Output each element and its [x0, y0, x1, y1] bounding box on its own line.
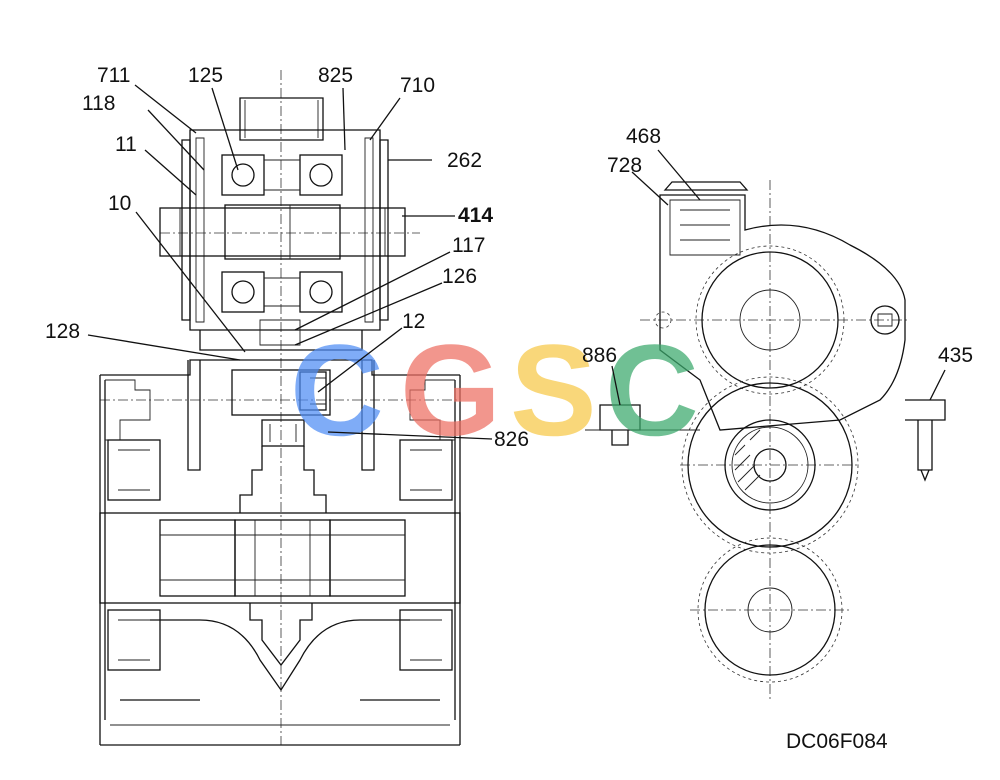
watermark-letter-g: G [400, 317, 501, 463]
watermark-letter-c2: C [605, 317, 699, 463]
watermark-letter-c1: C [290, 317, 384, 463]
label-728: 728 [607, 154, 642, 177]
label-117: 117 [452, 234, 485, 257]
label-12: 12 [402, 310, 425, 333]
label-711: 711 [97, 64, 130, 87]
left-sectional-view [99, 70, 461, 746]
label-118: 118 [82, 92, 115, 115]
label-125: 125 [188, 64, 223, 87]
label-435: 435 [938, 344, 973, 367]
label-825: 825 [318, 64, 353, 87]
label-826: 826 [494, 428, 529, 451]
label-886: 886 [582, 344, 617, 367]
part-labels: 711 125 825 710 118 11 262 10 414 117 12… [45, 64, 973, 451]
label-128: 128 [45, 320, 80, 343]
label-11: 11 [115, 133, 137, 156]
drawing-code: DC06F084 [786, 730, 888, 753]
watermark-letter-s: S [510, 317, 597, 463]
right-side-view [585, 180, 946, 700]
label-468: 468 [626, 125, 661, 148]
label-126: 126 [442, 265, 477, 288]
label-262: 262 [447, 149, 482, 172]
label-710: 710 [400, 74, 435, 97]
leader-lines [87, 84, 946, 440]
label-414: 414 [458, 204, 493, 227]
label-10: 10 [108, 192, 131, 215]
